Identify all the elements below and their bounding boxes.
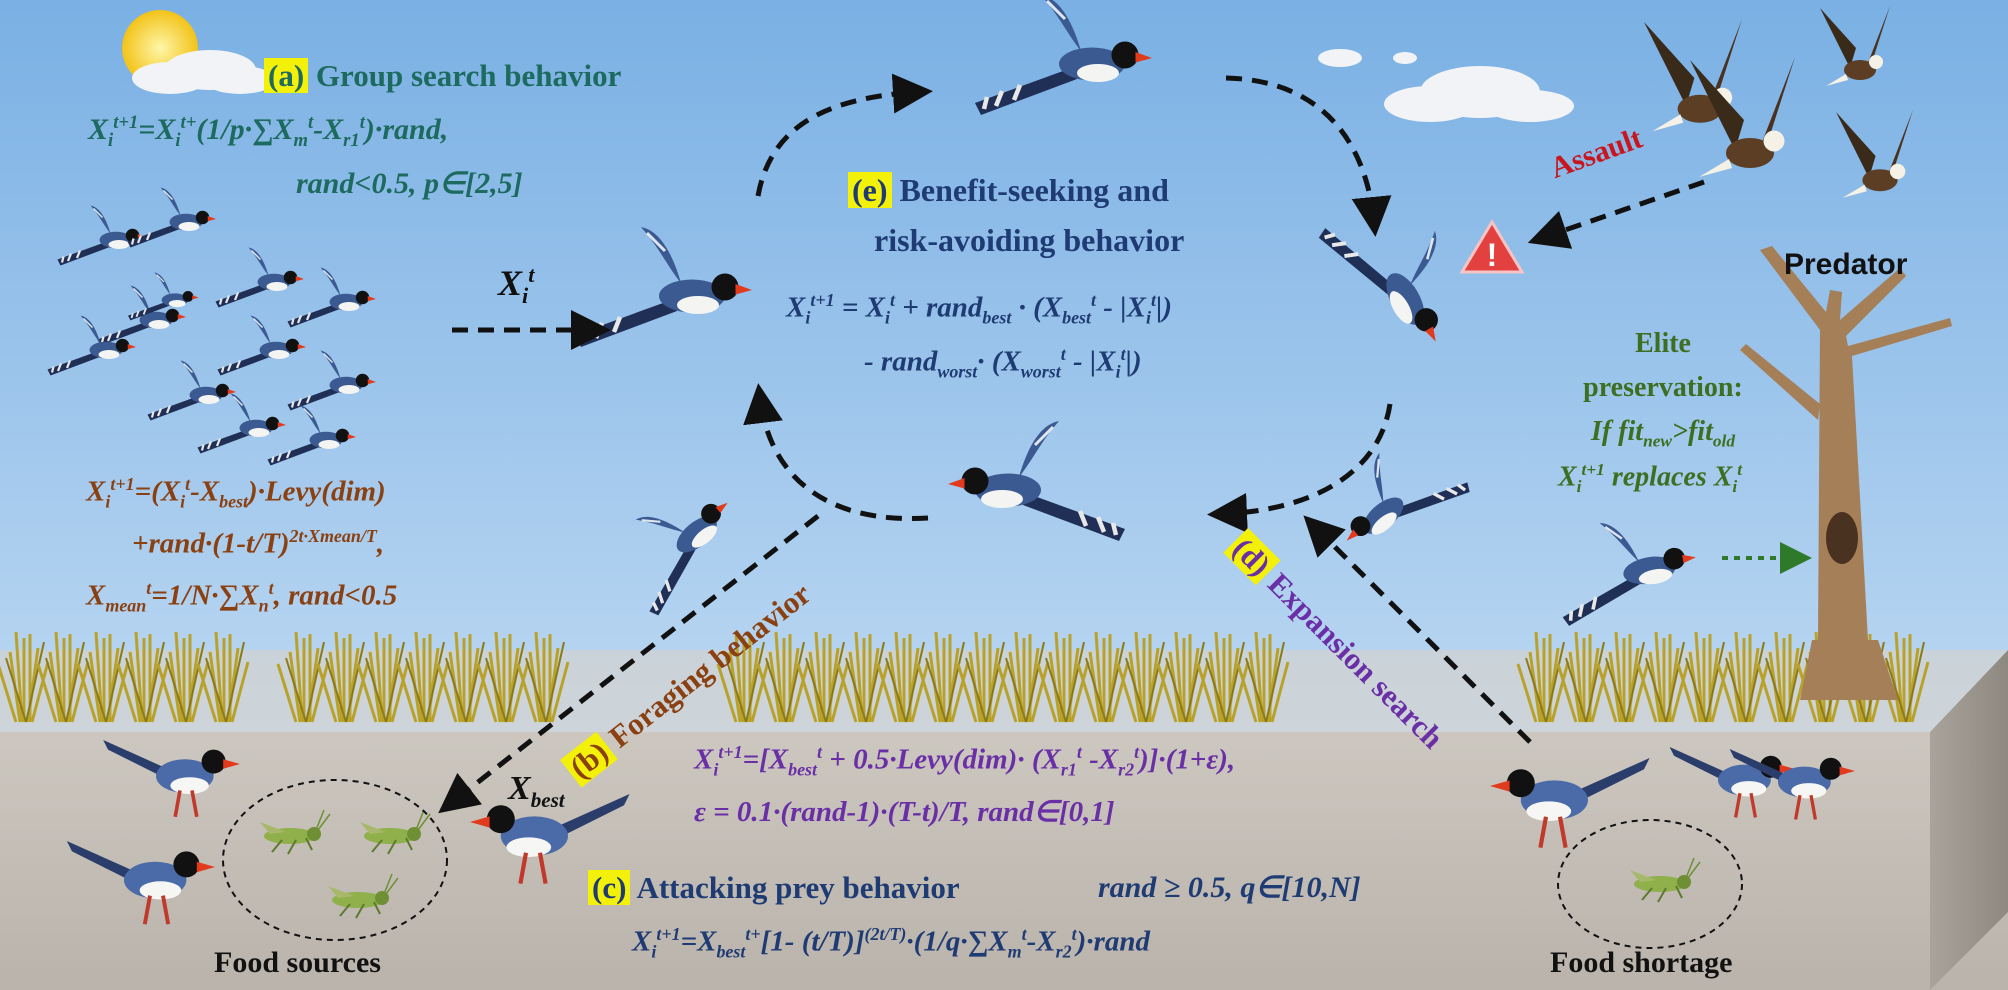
- warning-icon: [1459, 219, 1525, 274]
- elite-condition: If fitnew>fitold: [1590, 416, 1736, 451]
- tree-icon: [1740, 246, 1952, 700]
- food-shortage-label: Food shortage: [1550, 946, 1733, 979]
- xit-label: Xit: [498, 262, 535, 309]
- food-shortage-circle: [1557, 819, 1743, 949]
- risk-avoiding-title: risk-avoiding behavior: [874, 222, 1185, 258]
- food-sources-circle: [222, 779, 448, 941]
- elite-label-1: Elite: [1635, 328, 1691, 359]
- group-search-equation-2: rand<0.5, p∈[2,5]: [296, 167, 523, 200]
- elite-replacement: Xit+1 replaces Xit: [1557, 460, 1743, 496]
- elite-label-2: preservation:: [1583, 372, 1743, 403]
- levy-equation-2: +rand·(1-t/T)2t·Xmean/T,: [132, 526, 385, 560]
- attacking-title: Attacking prey behavior: [636, 870, 960, 905]
- cloud-icon: [132, 49, 1574, 122]
- predator-label: Predator: [1784, 248, 1908, 281]
- label-c-title: (c) Attacking prey behavior: [588, 870, 960, 906]
- benefit-equation-1: Xit+1 = Xit + randbest · (Xbestt - |Xit|…: [786, 290, 1172, 328]
- tag-a: (a): [264, 58, 309, 93]
- expansion-equation-2: ε = 0.1·(rand-1)·(T-t)/T, rand∈[0,1]: [694, 796, 1115, 828]
- arrow-assault: [1527, 179, 1705, 249]
- levy-equation-3: Xmeant=1/N·∑Xnt, rand<0.5: [86, 578, 398, 616]
- arrow-loop-bottom-left: [743, 383, 929, 522]
- xbest-label: Xbest: [508, 770, 565, 812]
- levy-equation-1: Xit+1=(Xit-Xbest)·Levy(dim): [86, 474, 386, 512]
- expansion-equation-1: Xit+1=[Xbestt + 0.5·Levy(dim)· (Xr1t -Xr…: [694, 742, 1236, 780]
- food-sources-label: Food sources: [214, 946, 381, 979]
- benefit-seeking-title: Benefit-seeking and: [899, 172, 1169, 208]
- arrow-loop-top-left: [755, 73, 933, 197]
- group-search-title: Group search behavior: [315, 58, 622, 93]
- flow-arrows: [438, 73, 1705, 814]
- label-e-title: (e) Benefit-seeking and: [848, 172, 1169, 209]
- arrow-loop-bottom-right: [1207, 403, 1393, 533]
- warning-symbol: !: [1487, 237, 1498, 273]
- arrow-loop-top-right: [1225, 75, 1392, 237]
- tag-e: (e): [848, 172, 892, 208]
- label-a-title: (a) Group search behavior: [264, 58, 621, 94]
- attacking-condition: rand ≥ 0.5, q∈[10,N]: [1098, 871, 1361, 904]
- benefit-equation-2: - randworst· (Xworstt - |Xit|): [864, 344, 1142, 382]
- group-search-equation-1: Xit+1=Xit+(1/p·∑Xmt-Xr1t)·rand,: [88, 112, 449, 151]
- attacking-equation: Xit+1=Xbestt+[1- (t/T)](2t/T)·(1/q·∑Xmt-…: [632, 924, 1150, 962]
- tag-c: (c): [588, 870, 631, 905]
